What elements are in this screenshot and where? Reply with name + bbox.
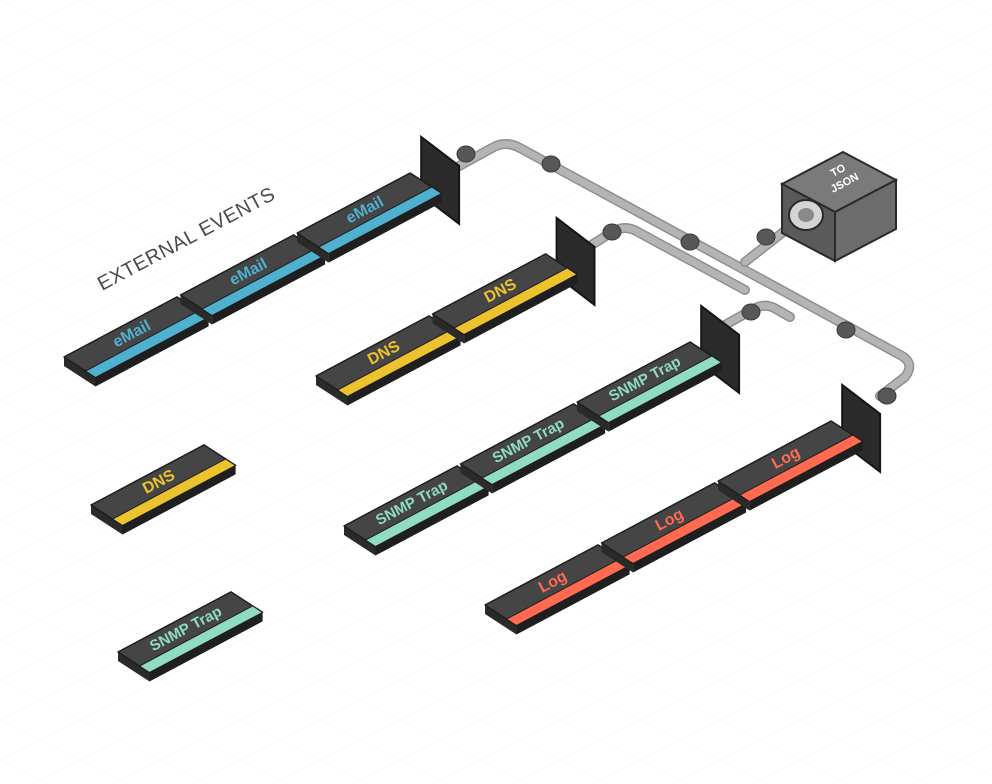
to-json-converter: TO JSON [779, 150, 899, 263]
log-event-tile: Log [717, 420, 864, 511]
log-event-tile: Log [484, 544, 631, 635]
queue-end-wall [700, 303, 741, 395]
queue-end-wall [841, 382, 882, 474]
pipeline-node [756, 228, 776, 246]
queue-end-wall [555, 215, 596, 307]
pipeline-node [456, 145, 476, 163]
pipeline-node [877, 387, 897, 405]
pipeline-nodes [456, 145, 897, 405]
pipeline-node [680, 233, 700, 251]
dns-event-tile: DNS [431, 253, 578, 344]
dns-event-tile: DNS [315, 315, 462, 406]
pipeline-node [836, 321, 856, 339]
dns-event-tile: DNS [90, 444, 237, 535]
log-event-tile: Log [600, 482, 747, 573]
pipeline-path [448, 140, 913, 400]
snmp-event-tile: SNMP Trap [343, 465, 490, 556]
pipeline-node [741, 303, 761, 321]
email-event-tile: eMail [63, 296, 210, 387]
pipeline-node [541, 155, 561, 173]
pipeline-node [602, 223, 622, 241]
email-event-tile: eMail [179, 234, 326, 325]
snmp-event-tile: SNMP Trap [459, 403, 606, 494]
email-event-tile: eMail [296, 172, 443, 263]
